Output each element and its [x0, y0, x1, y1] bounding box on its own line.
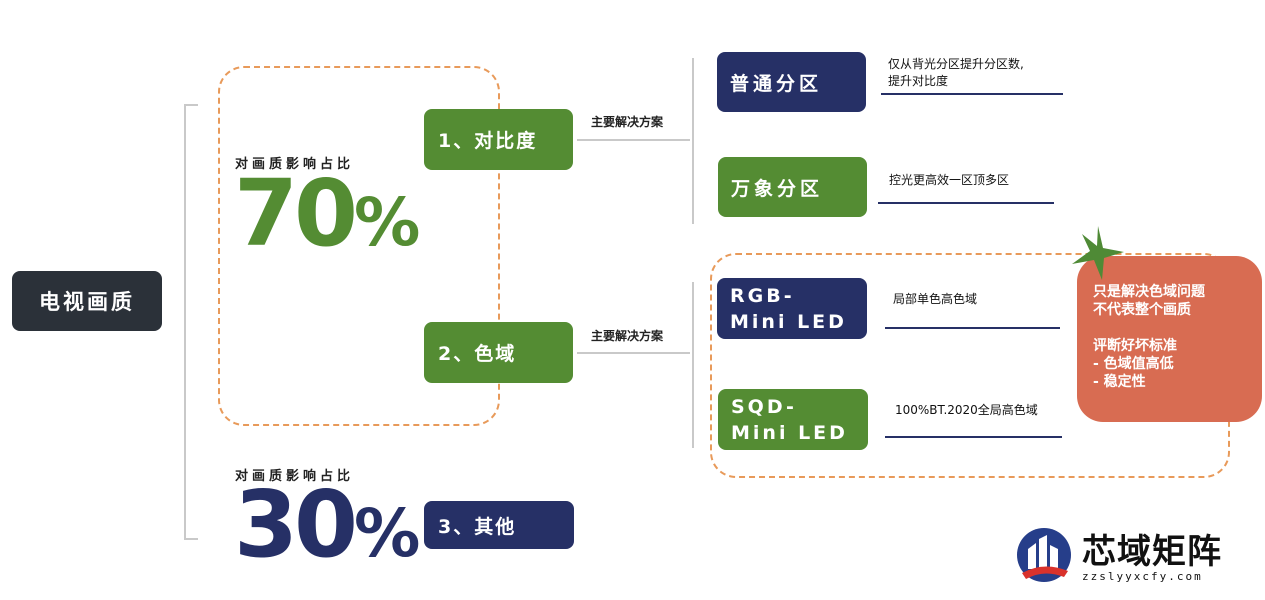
solution-rgb-miniled: RGB- Mini LED [717, 278, 867, 339]
connector-color [577, 352, 690, 354]
desc-normal-zone-line2: 提升对比度 [888, 74, 949, 88]
solution-vientiane-zone: 万象分区 [718, 157, 867, 217]
callout-line4: - 色域值高低 [1093, 356, 1174, 372]
bracket-color [692, 282, 694, 448]
desc-normal-zone-line1: 仅从背光分区提升分区数, [888, 57, 1024, 71]
desc-normal-zone: 仅从背光分区提升分区数, 提升对比度 [888, 56, 1024, 90]
contrast-color-group [218, 66, 500, 426]
connector-contrast [577, 139, 690, 141]
impact-bottom-value: 30% [234, 479, 420, 571]
logo-icon [1017, 528, 1071, 582]
root-node: 电视画质 [12, 271, 162, 331]
root-label: 电视画质 [39, 290, 135, 314]
solution-normal-zone: 普通分区 [717, 52, 866, 112]
callout-note: 只是解决色域问题 不代表整个画质 评断好坏标准 - 色域值高低 - 稳定性 [1077, 256, 1262, 422]
solution-sqd-line1: SQD- [731, 395, 797, 418]
logo-name: 芯域矩阵 [1082, 532, 1222, 572]
logo-url: zzslyyxcfy.com [1082, 570, 1203, 583]
impact-bottom-label: 对画质影响占比 [235, 469, 355, 484]
desc-rgb-miniled: 局部单色高色域 [893, 292, 978, 306]
bracket-contrast [692, 58, 694, 224]
callout-line5: - 稳定性 [1093, 374, 1146, 390]
solution-label-color: 主要解决方案 [591, 329, 664, 343]
impact-top-unit: % [354, 184, 421, 261]
desc-vientiane-zone: 控光更高效一区顶多区 [889, 173, 1010, 187]
factor-contrast: 1、对比度 [424, 109, 573, 170]
factor-other-label: 3、其他 [438, 515, 517, 538]
factor-color-gamut: 2、色域 [424, 322, 573, 383]
underline-sqd-miniled [885, 436, 1062, 438]
solution-rgb-line2: Mini LED [730, 310, 847, 333]
underline-rgb-miniled [885, 327, 1060, 329]
solution-sqd-line2: Mini LED [731, 421, 848, 444]
callout-line1: 只是解决色域问题 [1093, 284, 1205, 300]
star-icon [1072, 226, 1124, 280]
solution-sqd-miniled: SQD- Mini LED [718, 389, 868, 450]
factor-other: 3、其他 [424, 501, 574, 549]
impact-top-value: 70% [234, 168, 420, 260]
factor-color-gamut-label: 2、色域 [438, 343, 517, 365]
desc-sqd-miniled: 100%BT.2020全局高色域 [895, 403, 1038, 417]
solution-normal-zone-label: 普通分区 [730, 72, 823, 95]
impact-bottom-number: 30 [234, 471, 358, 578]
impact-top-number: 70 [234, 160, 358, 267]
root-bracket [184, 104, 198, 540]
solution-label-contrast: 主要解决方案 [591, 115, 664, 129]
factor-contrast-label: 1、对比度 [438, 130, 538, 152]
underline-vientiane-zone [878, 202, 1054, 204]
callout-line3: 评断好坏标准 [1093, 338, 1177, 354]
impact-top-label: 对画质影响占比 [235, 157, 355, 172]
solution-rgb-line1: RGB- [730, 284, 795, 307]
callout-line2: 不代表整个画质 [1093, 302, 1191, 318]
underline-normal-zone [881, 93, 1063, 95]
impact-bottom-unit: % [354, 495, 421, 572]
solution-vientiane-zone-label: 万象分区 [731, 177, 824, 200]
